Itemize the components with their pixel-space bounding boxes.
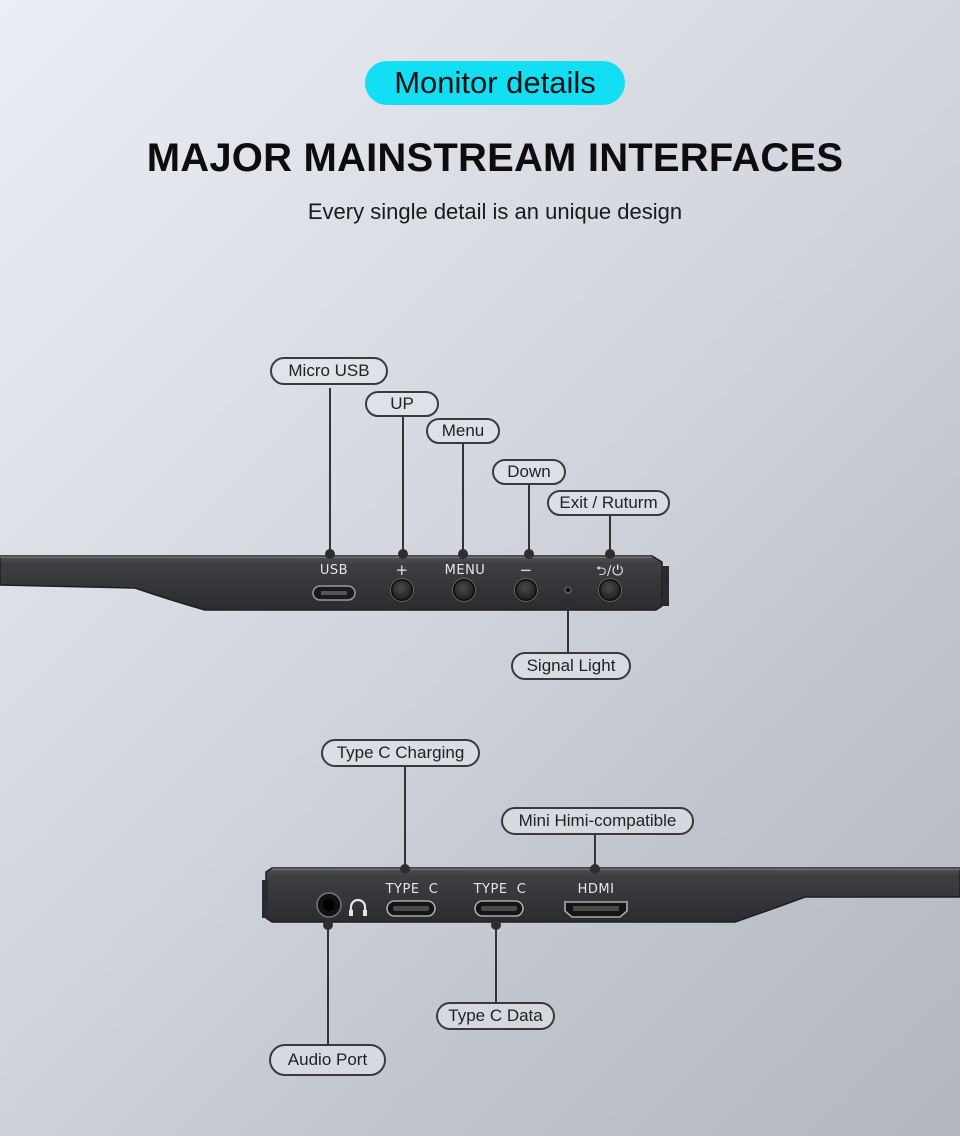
page-subtitle: Every single detail is an unique design [307,199,683,224]
menu-leader [462,443,464,553]
mini-hdmi-leader [594,834,596,869]
type-c-data-dot [491,920,501,930]
type-c-charging-callout: Type C Charging [321,739,480,767]
signal-leader [567,602,569,654]
exit-callout: Exit / Ruturm [547,490,670,516]
up-leader [402,415,404,553]
micro-usb-leader [329,388,331,553]
section-badge: Monitor details [365,61,625,105]
menu-port-label: MENU [444,563,486,578]
up-button [391,579,413,601]
menu-dot [458,549,468,559]
exit-leader [609,515,611,553]
minus-label: − [519,561,533,579]
down-button [515,579,537,601]
type-c-charging-label: TYPE C [385,882,439,897]
headphone-icon [349,898,367,914]
audio-dot [323,920,333,930]
signal-light-callout: Signal Light [511,652,631,680]
bottom-device-body [262,867,960,923]
menu-callout: Menu [426,418,500,444]
micro-usb-callout: Micro USB [270,357,388,385]
menu-button [453,579,475,601]
micro-usb-dot [325,549,335,559]
type-c-charging-leader [404,766,406,869]
signal-dot [563,598,573,608]
type-c-charging-dot [400,864,410,874]
mini-hdmi-dot [590,864,600,874]
down-callout: Down [492,459,566,485]
exit-dot [605,549,615,559]
exit-power-label: ⮌/⏻ [596,564,624,579]
up-dot [398,549,408,559]
type-c-data-callout: Type C Data [436,1002,555,1030]
down-leader [528,485,530,553]
audio-leader [327,925,329,1046]
mini-hdmi-callout: Mini Himi-compatible [501,807,694,835]
signal-light [564,586,572,594]
top-device-body [0,555,669,611]
up-callout: UP [365,391,439,417]
hdmi-label: HDMI [577,882,615,897]
type-c-data-label: TYPE C [473,882,527,897]
exit-power-button [599,579,621,601]
audio-port-callout: Audio Port [269,1044,386,1076]
plus-label: + [395,561,409,579]
page-title: MAJOR MAINSTREAM INTERFACES [146,136,844,180]
usb-port-label: USB [319,563,349,578]
down-dot [524,549,534,559]
type-c-data-leader [495,925,497,1003]
